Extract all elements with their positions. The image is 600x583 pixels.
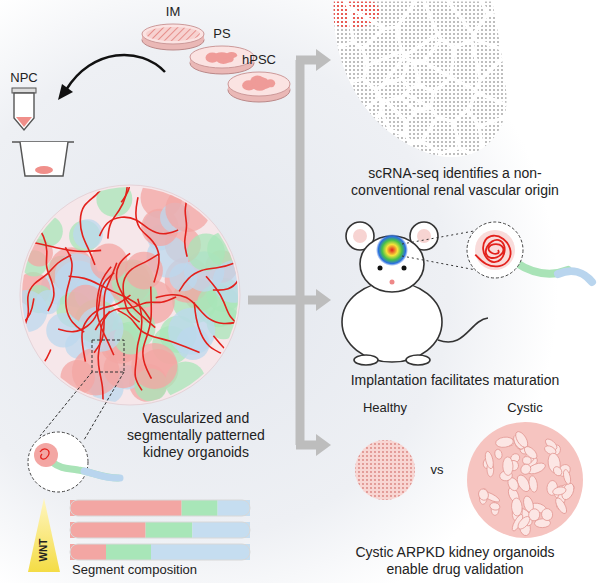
cell-cluster (168, 308, 215, 355)
cell-cluster (96, 181, 132, 217)
vessel (98, 311, 110, 403)
cluster-border (363, 27, 402, 66)
vessel (213, 224, 242, 290)
cluster-border (423, 40, 454, 78)
segment-fraction (192, 522, 250, 538)
node-label: IM (140, 4, 206, 20)
vessel (116, 253, 155, 327)
bar-outline (70, 544, 250, 560)
cell-cluster (165, 186, 211, 232)
segment-fraction (182, 500, 218, 516)
vessel (0, 298, 34, 334)
nephron (34, 443, 120, 478)
vessel (1, 350, 51, 428)
cell-cluster (187, 233, 224, 270)
arrow-head (58, 84, 73, 100)
leader-line (84, 372, 124, 440)
glomerulus (475, 230, 515, 270)
zoom-circle (467, 222, 523, 278)
cluster-border (330, 120, 372, 135)
cluster-border (344, 0, 417, 28)
node-label: Cystic (455, 400, 595, 416)
caption: scRNA-seq identifies a non-conventional … (335, 165, 575, 199)
axis-label: Segment composition (72, 562, 242, 578)
node-label: hPSC (226, 52, 292, 68)
cluster-border (383, 56, 409, 85)
axis-label: WNT (38, 539, 50, 562)
vessel (136, 197, 159, 282)
culture-node: hPSC (226, 52, 292, 112)
vessel (121, 129, 165, 202)
vessel (24, 255, 71, 327)
vessel (94, 263, 117, 353)
arrow-heads (316, 49, 331, 456)
tube-node: NPC (4, 70, 44, 132)
segment-fraction (70, 522, 146, 538)
cluster-border (352, 98, 382, 126)
caption: Implantation facilitates maturation (335, 372, 575, 389)
segment-fraction (146, 522, 193, 538)
node-label: Healthy (345, 400, 425, 416)
organoid-node: Cystic (455, 400, 595, 540)
bar-outline (70, 522, 250, 538)
node-label: PS (188, 26, 256, 42)
healthy-organoid (345, 418, 425, 508)
segment-fraction (218, 500, 250, 516)
curved-arrow (66, 55, 165, 90)
tubule (558, 271, 592, 282)
vessel (206, 276, 271, 327)
petri-dish (226, 70, 292, 112)
mouse (342, 222, 488, 365)
vessel (35, 223, 54, 311)
zoom-box (92, 340, 124, 372)
vessel (156, 295, 239, 324)
bar-outline (70, 500, 250, 516)
leader-line (402, 231, 474, 244)
transwell (12, 142, 74, 176)
segment-fraction (151, 544, 250, 560)
vessel (82, 295, 131, 362)
vessel (108, 152, 127, 239)
segment-fraction (70, 500, 182, 516)
segment-fraction (106, 544, 151, 560)
caption: Vascularized and segmentally patterned k… (110, 410, 282, 461)
vessel (171, 169, 187, 257)
tube (4, 88, 44, 132)
vessel (213, 336, 286, 393)
cluster-border (481, 0, 510, 18)
segment-bars (70, 500, 250, 560)
cluster-border (479, 115, 510, 170)
bioluminescence (376, 234, 408, 266)
segment-fraction (70, 544, 106, 560)
cluster-border (386, 98, 417, 122)
comparison-label: vs (425, 462, 449, 478)
cell-cluster (90, 244, 127, 281)
cystic-organoid (455, 418, 595, 540)
cluster-border (431, 78, 477, 122)
cluster-border (472, 39, 510, 80)
vessel (80, 183, 106, 265)
vessel (95, 297, 176, 330)
leader-line (40, 372, 92, 436)
node-label: NPC (4, 70, 44, 86)
vessel (118, 310, 200, 352)
leader-line (402, 256, 476, 270)
cluster-border (371, 112, 390, 139)
cluster-border (330, 133, 375, 170)
cell-cluster (73, 219, 103, 249)
vessel-coil (475, 236, 510, 267)
cell-cluster (31, 215, 63, 247)
vessel (65, 247, 84, 332)
organoid-node: Healthy (345, 400, 425, 508)
caption: Cystic ARPKD kidney organoids enable dru… (335, 544, 575, 578)
wnt-gradient (28, 498, 60, 572)
vessel (179, 256, 262, 291)
branch-arrows (248, 60, 318, 445)
cell-cluster (5, 290, 47, 332)
cluster-border (424, 0, 474, 47)
